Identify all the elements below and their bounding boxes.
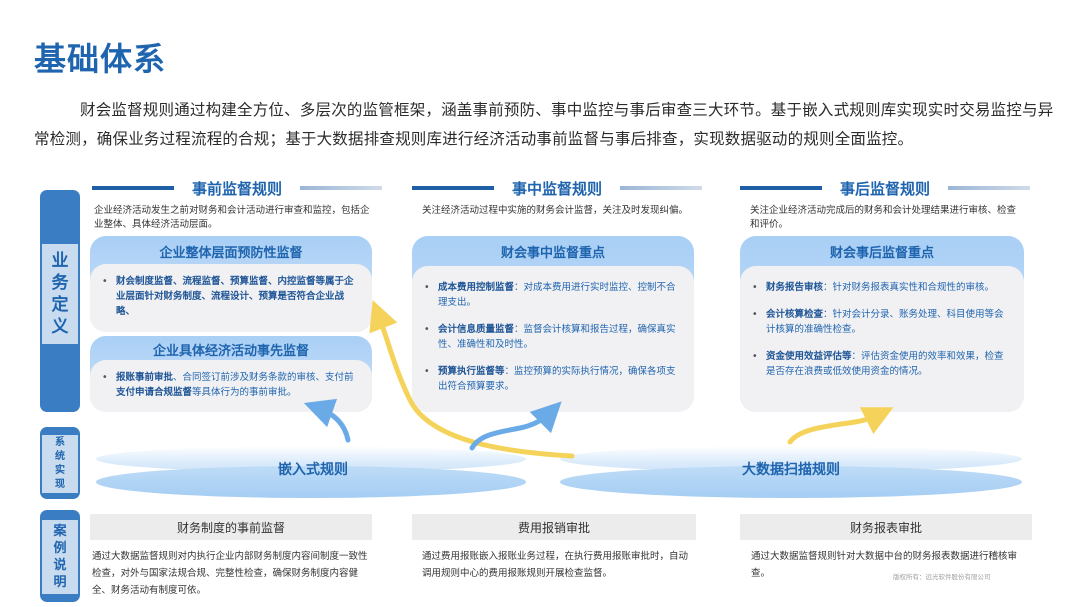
case-title-during: 费用报销审批	[412, 514, 696, 540]
blue-arrow-to-during	[469, 401, 562, 451]
bullet-bold: 报账事前审批	[116, 372, 174, 383]
tab-char: 务	[51, 273, 69, 293]
bullet-item: • 财务报告审核：针对财务报表真实性和合规性的审核。	[752, 280, 1010, 295]
bullet-text: ：对成本费用进行实时监控、控制不合理支出。	[438, 282, 676, 308]
bullet-text: 财会制度监督、流程监督、预算监督、内控监督等属于企业层面针对财务制度、流程设计、…	[116, 276, 354, 317]
bigdata-scan-rules-label: 大数据扫描规则	[742, 462, 840, 478]
bullet-item: • 会计信息质量监督：监督会计核算和报告过程，确保真实性、准确性和及时性。	[424, 322, 680, 352]
bullet-item: • 报账事前审批、合同签订前涉及财务条款的审核、支付前支付申请合规监督等具体行为…	[102, 370, 358, 400]
yellow-arrow-to-post	[787, 407, 894, 445]
side-tab-business-definition: 业 务 定 义	[40, 190, 80, 412]
tab-char: 例	[53, 541, 67, 556]
card-title: 企业具体经济活动事先监督	[152, 343, 309, 359]
bullet-dot-icon: •	[424, 282, 430, 293]
card-specific-activity: 企业具体经济活动事先监督 • 报账事前审批、合同签订前涉及财务条款的审核、支付前…	[90, 336, 372, 412]
card-during-focus: 财会事中监督重点 • 成本费用控制监督：对成本费用进行实时监控、控制不合理支出。…	[412, 236, 694, 412]
card-title: 财会事后监督重点	[829, 245, 934, 261]
bullet-dot-icon: •	[752, 309, 758, 320]
column-header-post: 事后监督规则	[740, 178, 1031, 198]
card-body: • 财务报告审核：针对财务报表真实性和合规性的审核。 • 会计核算检查：针对会计…	[740, 266, 1024, 412]
header-bar-left	[92, 186, 174, 190]
case-title-pre: 财务制度的事前监督	[90, 514, 372, 540]
bullet-bold: 支付申请合规监督	[116, 387, 193, 398]
side-tab-case-study: 案 例 说 明	[40, 510, 80, 602]
bullet-dot-icon: •	[102, 276, 108, 287]
column-title: 事后监督规则	[840, 179, 931, 198]
tab-char: 定	[51, 295, 69, 315]
column-title: 事前监督规则	[192, 179, 283, 198]
bullet-bold: 财务报告审核	[766, 282, 824, 293]
embedded-rules-label: 嵌入式规则	[278, 462, 348, 478]
tab-char: 现	[55, 479, 65, 490]
page-title: 基础体系	[34, 40, 167, 78]
bullet-dot-icon: •	[424, 366, 430, 377]
bullet-dot-icon: •	[752, 351, 758, 362]
bullet-dot-icon: •	[102, 372, 108, 383]
embedded-rule-platform-bottom	[96, 466, 526, 498]
case-text-pre: 通过大数据监督规则对内执行企业内部财务制度内容间制度一致性检查，对外与国家法规合…	[92, 551, 368, 596]
tab-char: 明	[53, 575, 67, 590]
bullet-dot-icon: •	[424, 324, 430, 335]
header-bar-right	[300, 186, 383, 190]
card-body: • 财会制度监督、流程监督、预算监督、内控监督等属于企业层面针对财务制度、流程设…	[90, 264, 372, 332]
tab-char: 统	[55, 451, 65, 462]
bullet-bold: 会计信息质量监督	[438, 324, 515, 335]
bullet-bold: 资金使用效益评估等	[766, 351, 852, 362]
tab-char: 实	[55, 465, 65, 476]
side-tab-system-implementation: 系 统 实 现	[40, 427, 80, 499]
header-bar-right	[620, 186, 703, 190]
bullet-text: 等具体行为的事前审批。	[192, 387, 297, 398]
case-title-post: 财务报表审批	[740, 514, 1032, 540]
card-title: 企业整体层面预防性监督	[159, 245, 303, 261]
bullet-text: ：针对会计分录、账务处理、科目使用等会计核算的准确性检查。	[766, 309, 1004, 335]
column-header-pre: 事前监督规则	[92, 178, 383, 198]
bullet-item: • 资金使用效益评估等：评估资金使用的效率和效果，检查是否存在浪费或低效使用资金…	[752, 349, 1010, 379]
tab-char: 系	[55, 437, 65, 448]
bigdata-rule-platform-bottom	[560, 466, 1022, 498]
column-description-post: 关注企业经济活动完成后的财务和会计处理结果进行审核、检查和评价。	[750, 205, 1017, 230]
header-bar-left	[412, 186, 494, 190]
tab-char: 案	[53, 524, 67, 539]
bullet-dot-icon: •	[752, 282, 758, 293]
card-enterprise-preventive: 企业整体层面预防性监督 • 财会制度监督、流程监督、预算监督、内控监督等属于企业…	[90, 236, 372, 332]
bullet-text: 、合同签订前涉及财务条款的审核、支付前	[173, 372, 354, 383]
card-title: 财会事中监督重点	[500, 245, 605, 261]
header-bar-right	[948, 186, 1031, 190]
column-header-during: 事中监督规则	[412, 178, 703, 198]
blue-arrow-to-pre	[303, 398, 351, 443]
tab-char: 业	[51, 251, 69, 271]
card-body: • 成本费用控制监督：对成本费用进行实时监控、控制不合理支出。 • 会计信息质量…	[412, 266, 694, 412]
column-title: 事中监督规则	[512, 179, 603, 198]
tab-char: 义	[51, 317, 69, 337]
bullet-text: ：针对财务报表真实性和合规性的审核。	[823, 282, 995, 293]
bullet-bold: 成本费用控制监督	[438, 282, 515, 293]
bullet-text: ：评估资金使用的效率和效果，检查是否存在浪费或低效使用资金的情况。	[766, 351, 1004, 377]
bullet-bold: 预算执行监督等	[438, 366, 505, 377]
header-bar-left	[740, 186, 822, 190]
bullet-item: • 财会制度监督、流程监督、预算监督、内控监督等属于企业层面针对财务制度、流程设…	[102, 274, 358, 319]
column-description-pre: 企业经济活动发生之前对财务和会计活动进行审查和监控，包括企业整体、具体经济活动层…	[94, 205, 370, 230]
bullet-bold: 会计核算检查	[766, 309, 824, 320]
tab-char: 说	[53, 558, 67, 573]
case-text-post: 通过大数据监督规则针对大数据中台的财务报表数据进行稽核审查。	[751, 551, 1018, 579]
intro-paragraph: 财会监督规则通过构建全方位、多层次的监管框架，涵盖事前预防、事中监控与事后审查三…	[34, 101, 1054, 148]
bullet-item: • 预算执行监督等：监控预算的实际执行情况，确保各项支出符合预算要求。	[424, 364, 680, 394]
column-description-during: 关注经济活动过程中实施的财务会计监督，关注及时发现纠偏。	[422, 205, 689, 216]
copyright-text: 版权所有：远光软件股份有限公司	[893, 573, 991, 581]
bullet-item: • 会计核算检查：针对会计分录、账务处理、科目使用等会计核算的准确性检查。	[752, 307, 1010, 337]
card-post-focus: 财会事后监督重点 • 财务报告审核：针对财务报表真实性和合规性的审核。 • 会计…	[740, 236, 1024, 412]
bullet-item: • 成本费用控制监督：对成本费用进行实时监控、控制不合理支出。	[424, 280, 680, 310]
card-body: • 报账事前审批、合同签订前涉及财务条款的审核、支付前支付申请合规监督等具体行为…	[90, 360, 372, 412]
case-text-during: 通过费用报账嵌入报账业务过程，在执行费用报账审批时，自动调用规则中心的费用报账规…	[422, 551, 689, 579]
